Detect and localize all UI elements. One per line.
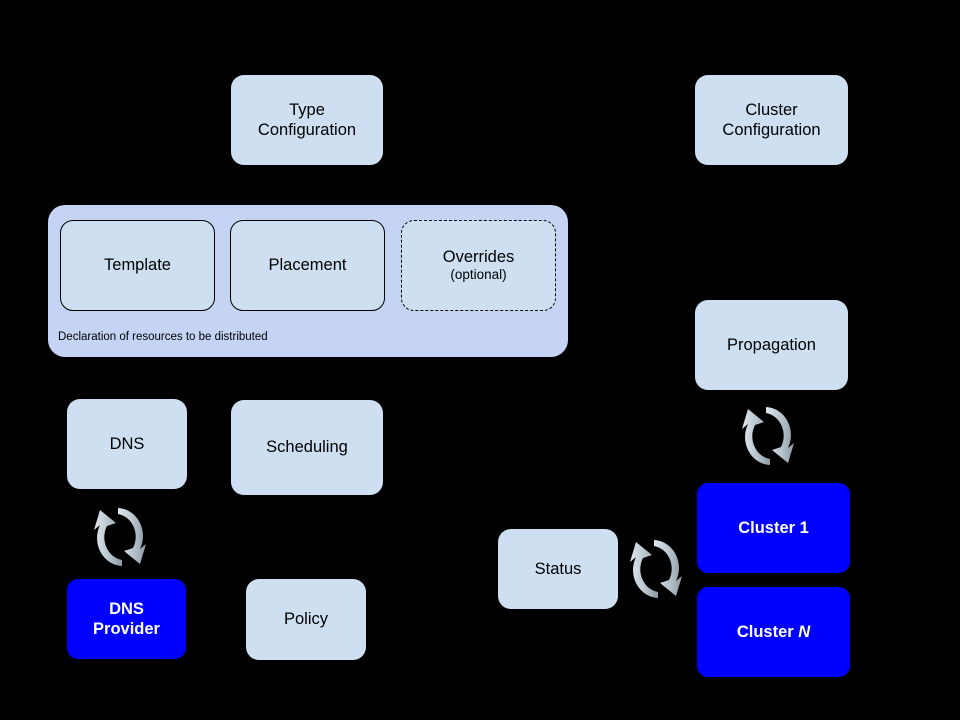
sync-cycle-icon-dns — [94, 508, 146, 566]
node-scheduling[interactable]: Scheduling — [231, 400, 383, 495]
node-cluster-n-suffix: N — [798, 622, 811, 641]
node-scheduling-label: Scheduling — [266, 438, 348, 457]
node-template-label: Template — [104, 256, 171, 275]
node-propagation-label: Propagation — [727, 335, 816, 354]
sync-cycle-icon-status — [630, 540, 682, 598]
node-dns[interactable]: DNS — [67, 399, 187, 489]
node-cluster-n[interactable]: Cluster N — [697, 587, 850, 677]
group-caption-declaration: Declaration of resources to be distribut… — [58, 331, 268, 343]
node-dns-label: DNS — [109, 434, 145, 453]
node-cluster-1-prefix: Cluster — [738, 518, 800, 537]
node-policy[interactable]: Policy — [246, 579, 366, 660]
node-cluster-configuration[interactable]: Cluster Configuration — [695, 75, 848, 165]
node-cluster-1-label: Cluster 1 — [738, 518, 809, 538]
node-overrides[interactable]: Overrides (optional) — [401, 220, 556, 311]
node-policy-label: Policy — [283, 610, 328, 629]
node-overrides-label: Overrides — [442, 248, 515, 267]
node-dns-provider[interactable]: DNS Provider — [67, 579, 186, 659]
node-cluster-1[interactable]: Cluster 1 — [697, 483, 850, 573]
node-cluster-1-suffix: 1 — [799, 518, 809, 537]
node-placement-label: Placement — [268, 256, 347, 275]
node-overrides-sublabel: (optional) — [450, 267, 507, 283]
node-cluster-n-label: Cluster N — [737, 622, 810, 642]
node-status-label: Status — [534, 559, 582, 578]
node-template[interactable]: Template — [60, 220, 215, 311]
node-type-configuration-label: Type Configuration — [257, 100, 357, 139]
node-cluster-n-prefix: Cluster — [736, 622, 799, 641]
node-status[interactable]: Status — [498, 529, 618, 609]
node-type-configuration[interactable]: Type Configuration — [231, 75, 383, 165]
node-propagation[interactable]: Propagation — [695, 300, 848, 390]
node-cluster-configuration-label: Cluster Configuration — [722, 100, 821, 139]
sync-cycle-icon-propagation — [742, 407, 794, 465]
node-placement[interactable]: Placement — [230, 220, 385, 311]
node-dns-provider-label: DNS Provider — [93, 599, 160, 638]
